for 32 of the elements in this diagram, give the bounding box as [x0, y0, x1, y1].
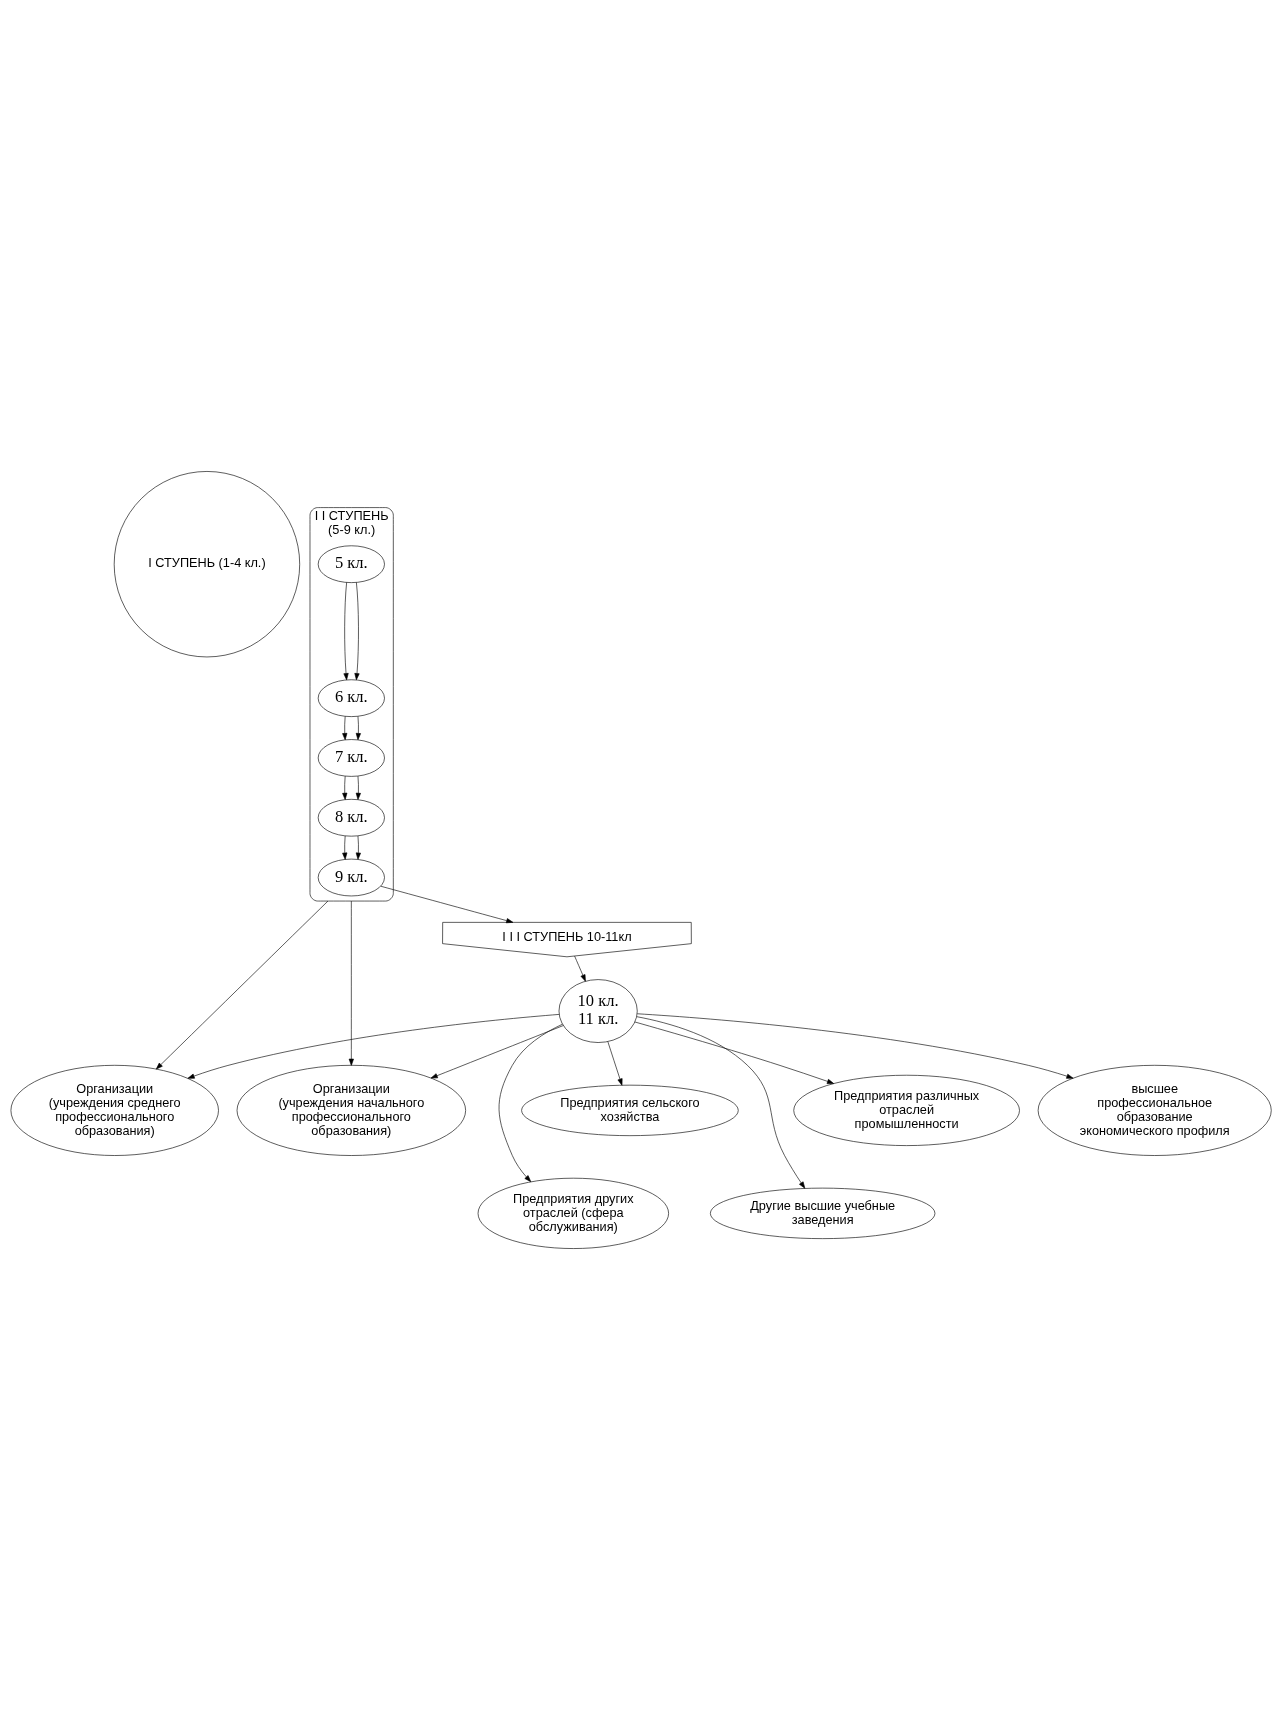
- node-ellipse: Организации (учреждения начального профессионального образования): [236, 1064, 466, 1156]
- arrow: [354, 581, 360, 680]
- arrow: [342, 835, 348, 860]
- node-ellipse: 10 кл. 11 кл.: [558, 978, 638, 1043]
- arrow: [342, 715, 348, 740]
- node-ellipse: Предприятия различных отраслей промышленности: [793, 1074, 1020, 1146]
- arrow: [187, 1013, 560, 1079]
- node-ellipse: 9 кл.: [317, 858, 385, 896]
- node-ellipse: 8 кл.: [317, 798, 385, 836]
- node-ellipse: Предприятия других отраслей (сфера обслуживания): [477, 1177, 669, 1249]
- arrow: [155, 900, 329, 1069]
- arrow: [355, 715, 361, 740]
- arrow: [634, 1021, 835, 1084]
- arrow: [574, 955, 586, 982]
- node-ellipse: 5 кл.: [317, 544, 385, 583]
- arrow: [342, 775, 348, 800]
- node-ellipse: Другие высшие учебные заведения: [710, 1187, 936, 1239]
- arrow: [430, 1024, 564, 1078]
- arrow: [498, 1023, 563, 1182]
- arrow: [355, 835, 361, 860]
- arrow: [343, 581, 349, 680]
- node-ellipse: 6 кл.: [317, 678, 385, 717]
- arrow: [607, 1040, 623, 1086]
- arrow: [636, 1015, 806, 1189]
- node-circle: I СТУПЕНЬ (1-4 кл.): [113, 470, 300, 657]
- node-ellipse: высшее профессиональное образование экономического профиля: [1037, 1064, 1272, 1156]
- arrow: [348, 900, 354, 1066]
- arrow: [355, 775, 361, 800]
- node-ellipse: 7 кл.: [317, 738, 385, 777]
- arrow: [380, 885, 514, 923]
- node-ellipse: Предприятия сельского хозяйства: [521, 1084, 739, 1136]
- arrow: [636, 1012, 1074, 1079]
